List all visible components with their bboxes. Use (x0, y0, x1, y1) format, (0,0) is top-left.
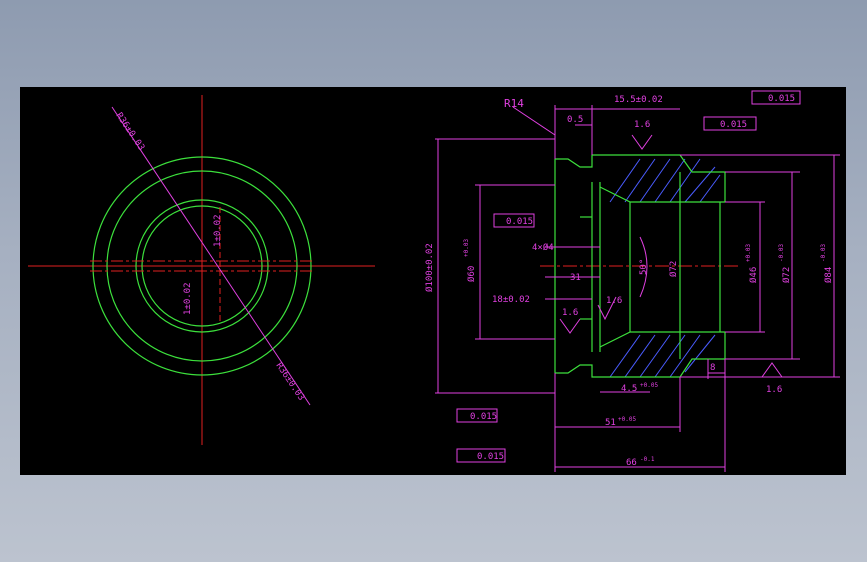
radius-label-bottom: R36±0.03 (274, 361, 307, 403)
tol-top-inner-value: 0.015 (720, 120, 747, 130)
dim-dia-46: Ø46 (748, 267, 759, 283)
end-view: R36±0.03 R36±0.03 1±0.02 1±0.02 (28, 95, 375, 445)
dim-15-5: 15.5±0.02 (614, 95, 663, 105)
svg-text:1.6: 1.6 (766, 385, 782, 395)
dim-8: 8 (710, 363, 715, 373)
dim-vertical-lower: 1±0.02 (183, 282, 193, 315)
dim-4-5: 4.5 (621, 384, 637, 394)
inner-circle (141, 205, 263, 327)
dim-dia-46-tol: +0.03 (745, 244, 752, 262)
dim-66: 66 (626, 458, 637, 468)
dim-dia-72b: Ø72 (781, 267, 792, 283)
dimension-lines (435, 105, 840, 472)
dim-dia-72: Ø72 (668, 261, 679, 277)
second-circle (106, 170, 298, 362)
inner-circle-outer (135, 199, 269, 333)
dim-18: 18±0.02 (492, 295, 530, 305)
dim-vertical-upper: 1±0.02 (213, 214, 223, 247)
outer-circle (92, 156, 312, 376)
dim-4xd4: 4×Ø4 (532, 242, 554, 253)
section-labels: R14 0.5 15.5±0.02 Ø100±0.02 Ø60 +0.03 4×… (424, 95, 834, 468)
section-hatching (600, 155, 725, 378)
drawing-canvas[interactable]: R36±0.03 R36±0.03 1±0.02 1±0.02 (20, 87, 846, 475)
dim-51: 51 (605, 418, 616, 428)
dim-dia-84: Ø84 (823, 267, 834, 283)
dim-4-5-tol: +0.05 (640, 382, 658, 389)
dim-dia-84-tol: -0.03 (820, 244, 827, 262)
tol-left-low-value: 0.015 (470, 412, 497, 422)
dim-66-tol: -0.1 (640, 456, 655, 463)
radius-label-top: R36±0.03 (114, 111, 147, 153)
angle-50: 50° (639, 259, 649, 275)
dim-dia-60-tol: +0.03 (463, 239, 470, 257)
radius-label: R14 (504, 97, 524, 110)
dim-dia-72b-tol: -0.03 (778, 244, 785, 262)
dim-dia-60: Ø60 (466, 266, 477, 282)
cone-angle-arc (639, 236, 648, 298)
tol-left-mid-value: 0.015 (506, 217, 533, 227)
part-outline (554, 154, 726, 378)
roughness-symbols: 1.6 1.6 1.6 1.6 (559, 120, 783, 395)
svg-text:1.6: 1.6 (606, 296, 622, 306)
dim-dia-100: Ø100±0.02 (424, 243, 435, 292)
cad-drawing: R36±0.03 R36±0.03 1±0.02 1±0.02 (28, 90, 840, 472)
tol-bottom-value: 0.015 (477, 452, 504, 462)
section-view: 0.015 0.015 0.015 0.015 0.015 1.6 1.6 (424, 90, 840, 472)
svg-text:1.6: 1.6 (562, 308, 578, 318)
dim-51-tol: +0.05 (618, 416, 636, 423)
svg-text:1.6: 1.6 (634, 120, 650, 130)
dim-31: 31 (570, 273, 581, 283)
dim-0-5: 0.5 (567, 115, 583, 125)
tol-top-outer-value: 0.015 (768, 94, 795, 104)
tolerance-frames: 0.015 0.015 0.015 0.015 0.015 (456, 90, 801, 463)
radius-leader (111, 106, 311, 406)
